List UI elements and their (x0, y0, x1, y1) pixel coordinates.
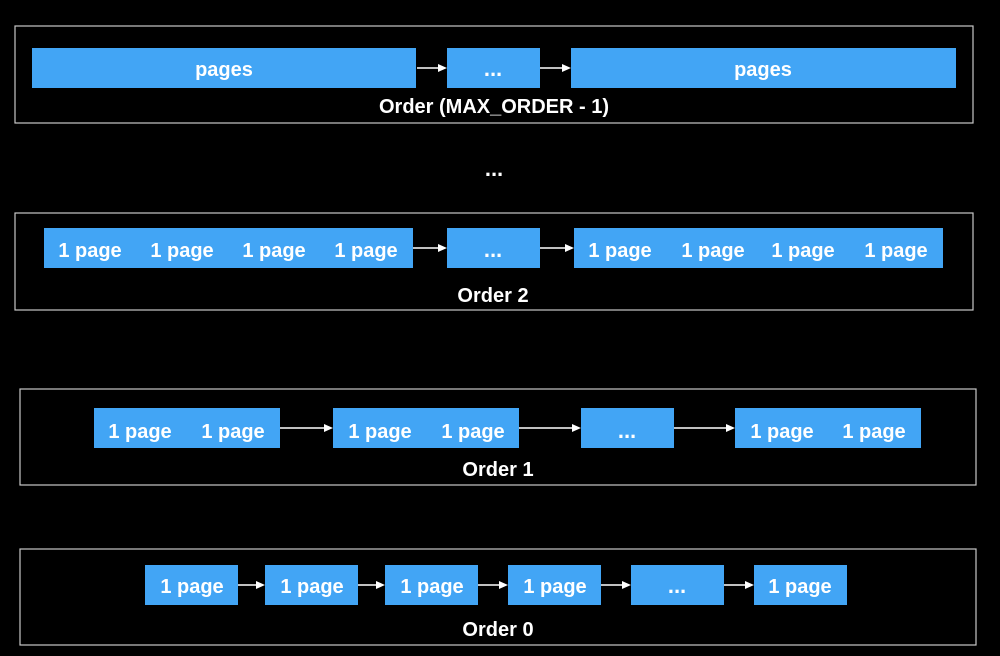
ellipsis-block (631, 565, 724, 605)
order-frame (19, 548, 977, 646)
arrow (413, 244, 447, 252)
page-cell-label: 1 page (588, 240, 651, 262)
ellipsis-label: ... (618, 418, 636, 443)
order-row-max: pages ... pages Order (MAX_ORDER - 1) (14, 25, 974, 124)
page-block (145, 565, 238, 605)
order-frame (14, 25, 974, 124)
page-block (44, 228, 413, 268)
arrow (724, 581, 754, 589)
page-block (385, 565, 478, 605)
page-block (32, 48, 416, 88)
order-row-0: 1 page 1 page 1 page 1 page ... 1 p (19, 548, 977, 646)
ellipsis-label: ... (484, 237, 502, 262)
page-block (735, 408, 921, 448)
order-row-1: 1 page 1 page 1 page 1 page ... 1 page 1… (19, 388, 977, 486)
arrow (601, 581, 631, 589)
arrow (519, 424, 581, 432)
ellipsis-label: ... (668, 573, 686, 598)
page-cell-label: 1 page (768, 576, 831, 598)
arrow (540, 244, 574, 252)
order-frame (14, 212, 974, 311)
page-block-label: pages (734, 59, 792, 81)
order-label: Order 2 (457, 285, 528, 307)
page-block (333, 408, 519, 448)
order-label: Order (MAX_ORDER - 1) (379, 96, 609, 118)
page-cell-label: 1 page (242, 240, 305, 262)
page-cell-label: 1 page (108, 421, 171, 443)
page-cell-label: 1 page (334, 240, 397, 262)
page-cell-label: 1 page (864, 240, 927, 262)
arrow (417, 64, 447, 72)
page-block (508, 565, 601, 605)
page-cell-label: 1 page (201, 421, 264, 443)
page-cell-label: 1 page (58, 240, 121, 262)
page-cell-label: 1 page (771, 240, 834, 262)
ellipsis-block (581, 408, 674, 448)
order-label: Order 1 (462, 459, 533, 481)
page-cell-label: 1 page (441, 421, 504, 443)
arrow (478, 581, 508, 589)
page-cell-label: 1 page (842, 421, 905, 443)
arrow (238, 581, 265, 589)
rows-ellipsis: ... (485, 156, 503, 181)
ellipsis-label: ... (484, 56, 502, 81)
arrow (358, 581, 385, 589)
order-label: Order 0 (462, 619, 533, 641)
page-cell-label: 1 page (160, 576, 223, 598)
ellipsis-block (447, 228, 540, 268)
page-cell-label: 1 page (681, 240, 744, 262)
arrow (540, 64, 571, 72)
order-frame (19, 388, 977, 486)
page-cell-label: 1 page (150, 240, 213, 262)
page-cell-label: 1 page (750, 421, 813, 443)
arrow (674, 424, 735, 432)
page-block (754, 565, 847, 605)
page-block (265, 565, 358, 605)
page-block (94, 408, 280, 448)
page-cell-label: 1 page (523, 576, 586, 598)
page-block (574, 228, 943, 268)
page-cell-label: 1 page (400, 576, 463, 598)
page-block (571, 48, 956, 88)
page-cell-label: 1 page (280, 576, 343, 598)
ellipsis-block (447, 48, 540, 88)
page-cell-label: 1 page (348, 421, 411, 443)
order-row-2: 1 page 1 page 1 page 1 page ... 1 page 1… (14, 212, 974, 311)
arrow (280, 424, 333, 432)
page-block-label: pages (195, 59, 253, 81)
